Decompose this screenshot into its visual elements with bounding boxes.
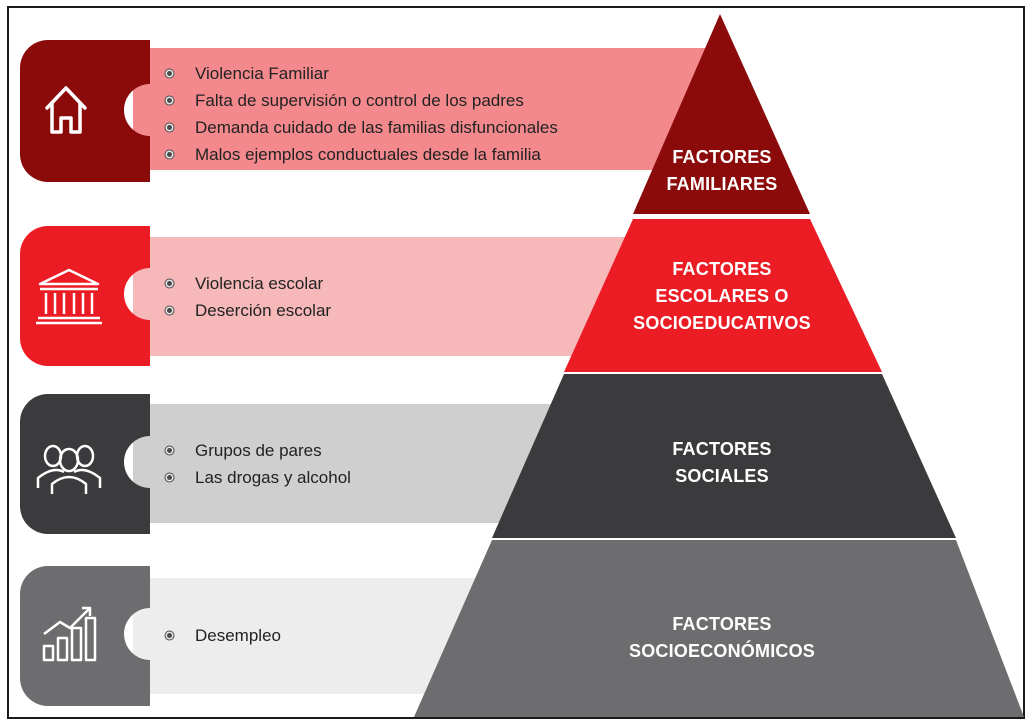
pyramid-band-sociales xyxy=(492,374,956,538)
list-item: Falta de supervisión o control de los pa… xyxy=(162,87,558,114)
label-line: SOCIOEDUCATIVOS xyxy=(633,313,811,333)
label-line: FAMILIARES xyxy=(666,174,778,194)
label-line: SOCIALES xyxy=(675,466,769,486)
label-line: FACTORES xyxy=(672,614,772,634)
label-line: FACTORES xyxy=(672,259,772,279)
list-item: Deserción escolar xyxy=(162,297,331,324)
people-group-icon xyxy=(36,444,102,494)
pyramid-band-escolares xyxy=(564,219,882,372)
list-item: Malos ejemplos conductuales desde la fam… xyxy=(162,141,558,168)
icon-box-familiares xyxy=(20,40,150,182)
pyramid-label-sociales: FACTORES SOCIALES xyxy=(618,436,826,490)
icon-box-escolares xyxy=(20,226,150,366)
banner-familiares xyxy=(133,48,720,170)
pyramid-band-familiares xyxy=(633,14,810,214)
list-item: Las drogas y alcohol xyxy=(162,464,351,491)
pyramid-label-socioeconomicos: FACTORES SOCIOECONÓMICOS xyxy=(600,611,844,665)
list-item: Violencia escolar xyxy=(162,270,331,297)
list-item: Desempleo xyxy=(162,622,281,649)
growth-chart-icon xyxy=(42,606,97,662)
banner-sociales xyxy=(133,404,620,523)
school-building-icon xyxy=(36,268,102,325)
bullet-list-socioeconomicos: Desempleo xyxy=(162,622,281,649)
pyramid-label-familiares: FACTORES FAMILIARES xyxy=(630,144,814,198)
list-item: Violencia Familiar xyxy=(162,60,558,87)
icon-box-sociales xyxy=(20,394,150,534)
label-line: FACTORES xyxy=(672,439,772,459)
list-item: Grupos de pares xyxy=(162,437,351,464)
bullet-list-escolares: Violencia escolar Deserción escolar xyxy=(162,270,331,324)
banner-escolares xyxy=(133,237,700,356)
label-line: SOCIOECONÓMICOS xyxy=(628,641,815,661)
label-line: ESCOLARES O xyxy=(655,286,789,306)
house-icon xyxy=(45,86,87,134)
bullet-list-familiares: Violencia Familiar Falta de supervisión … xyxy=(162,60,558,168)
pyramid-band-socioeconomicos xyxy=(414,540,1024,717)
bullet-list-sociales: Grupos de pares Las drogas y alcohol xyxy=(162,437,351,491)
pyramid-label-escolares: FACTORES ESCOLARES O SOCIOEDUCATIVOS xyxy=(618,256,826,337)
label-line: FACTORES xyxy=(672,147,772,167)
list-item: Demanda cuidado de las familias disfunci… xyxy=(162,114,558,141)
